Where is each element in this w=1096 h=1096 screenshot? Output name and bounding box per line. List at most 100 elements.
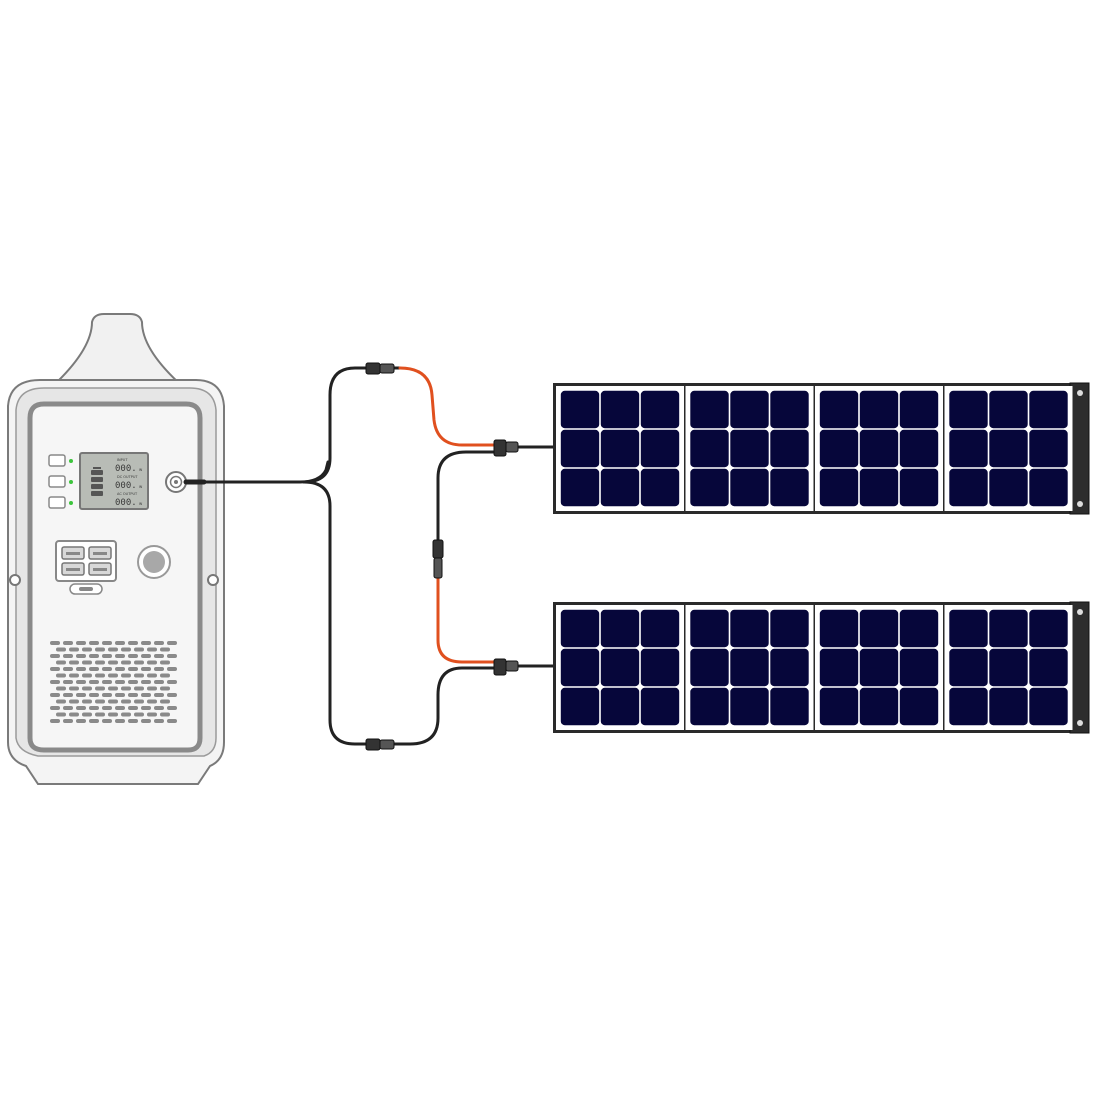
- vent-slot: [121, 712, 131, 717]
- solar-cell: [770, 687, 809, 726]
- solar-panel-bottom: [553, 601, 1090, 734]
- vent-slot: [128, 719, 138, 723]
- status-led: [69, 501, 73, 505]
- screw: [207, 574, 219, 586]
- vent-slot: [76, 706, 86, 710]
- vent-slot: [115, 667, 125, 671]
- vent-slot: [167, 706, 177, 710]
- mc4-connector: [365, 738, 395, 751]
- vent-slot: [108, 660, 118, 665]
- solar-cell: [730, 609, 769, 648]
- vent-slot: [76, 719, 86, 723]
- vent-slot: [115, 641, 125, 645]
- solar-cell: [989, 429, 1028, 468]
- solar-cell: [1029, 429, 1068, 468]
- solar-cell: [989, 648, 1028, 687]
- solar-cell: [640, 429, 680, 468]
- vent-slot: [160, 712, 170, 717]
- power-button[interactable]: [137, 545, 171, 579]
- vent-slot: [128, 706, 138, 710]
- vent-slot: [108, 686, 118, 691]
- vent-slot: [167, 654, 177, 658]
- cable-black: [302, 480, 370, 746]
- solar-cell: [859, 687, 899, 726]
- solar-cell: [690, 429, 729, 468]
- screw: [9, 574, 21, 586]
- vent-slot: [76, 667, 86, 671]
- vent-slot: [141, 719, 151, 723]
- vent-slot: [108, 647, 118, 652]
- dc-input-port[interactable]: [165, 471, 187, 493]
- solar-cell: [730, 429, 769, 468]
- vent-slot: [69, 660, 79, 665]
- vent-slot: [102, 654, 112, 658]
- vent-slot: [50, 654, 60, 658]
- vent-slot: [63, 706, 73, 710]
- vent-slot: [76, 641, 86, 645]
- solar-cell: [640, 468, 680, 507]
- vent-slot: [56, 660, 66, 665]
- vent-slot: [82, 673, 92, 678]
- lcd-row-label: INPUT: [117, 458, 128, 462]
- vent-slot: [167, 667, 177, 671]
- panel-section: [815, 386, 943, 511]
- vent-slot: [50, 706, 60, 710]
- vent-slot: [147, 712, 157, 717]
- mode-button[interactable]: [48, 496, 66, 509]
- vent-slot: [102, 719, 112, 723]
- solar-cell: [560, 609, 600, 648]
- mc4-connector: [365, 362, 395, 375]
- vent-slot: [141, 654, 151, 658]
- vent-slot: [56, 699, 66, 704]
- vent-slot: [167, 719, 177, 723]
- vent-slot: [134, 673, 144, 678]
- vent-slot: [56, 673, 66, 678]
- vent-slot: [154, 693, 164, 697]
- vent-slot: [167, 680, 177, 684]
- cable-black: [302, 366, 370, 484]
- battery-icon: [91, 467, 103, 496]
- solar-cell: [949, 468, 988, 507]
- solar-cell: [1029, 648, 1068, 687]
- solar-cell: [770, 390, 809, 429]
- vent-slot: [141, 706, 151, 710]
- vent-slot: [89, 706, 99, 710]
- vent-slot: [50, 693, 60, 697]
- solar-cell: [560, 429, 600, 468]
- indicator-buttons: [48, 454, 73, 509]
- solar-cell: [989, 390, 1028, 429]
- lcd-row-value: 000.: [115, 464, 137, 474]
- solar-cell: [690, 648, 729, 687]
- solar-cell: [899, 429, 939, 468]
- vent-slot: [147, 686, 157, 691]
- vent-slot: [63, 667, 73, 671]
- mode-button[interactable]: [48, 475, 66, 488]
- mc4-connector: [493, 439, 519, 457]
- solar-cell: [899, 609, 939, 648]
- vent-slot: [154, 706, 164, 710]
- solar-cell: [560, 468, 600, 507]
- vent-slot: [69, 673, 79, 678]
- solar-cell: [600, 648, 640, 687]
- vent-slot: [154, 654, 164, 658]
- panel-section: [556, 605, 684, 730]
- cable-harness: [183, 362, 557, 751]
- vent-slot: [56, 686, 66, 691]
- vent-slot: [141, 641, 151, 645]
- power-station: INPUT 000. w DC OUTPUT 000. w AC OUTPUT …: [7, 313, 225, 785]
- lcd-row-value: 000.: [115, 498, 137, 508]
- vent-slot: [89, 667, 99, 671]
- solar-cell: [600, 429, 640, 468]
- solar-cell: [600, 609, 640, 648]
- solar-cell: [640, 609, 680, 648]
- lcd-row-unit: w: [139, 484, 143, 489]
- mode-button[interactable]: [48, 454, 66, 467]
- solar-cell: [600, 687, 640, 726]
- vent-slot: [95, 686, 105, 691]
- solar-cell: [949, 609, 988, 648]
- vent-slot: [134, 686, 144, 691]
- vent-slot: [134, 699, 144, 704]
- solar-cell: [640, 687, 680, 726]
- vent-slot: [63, 719, 73, 723]
